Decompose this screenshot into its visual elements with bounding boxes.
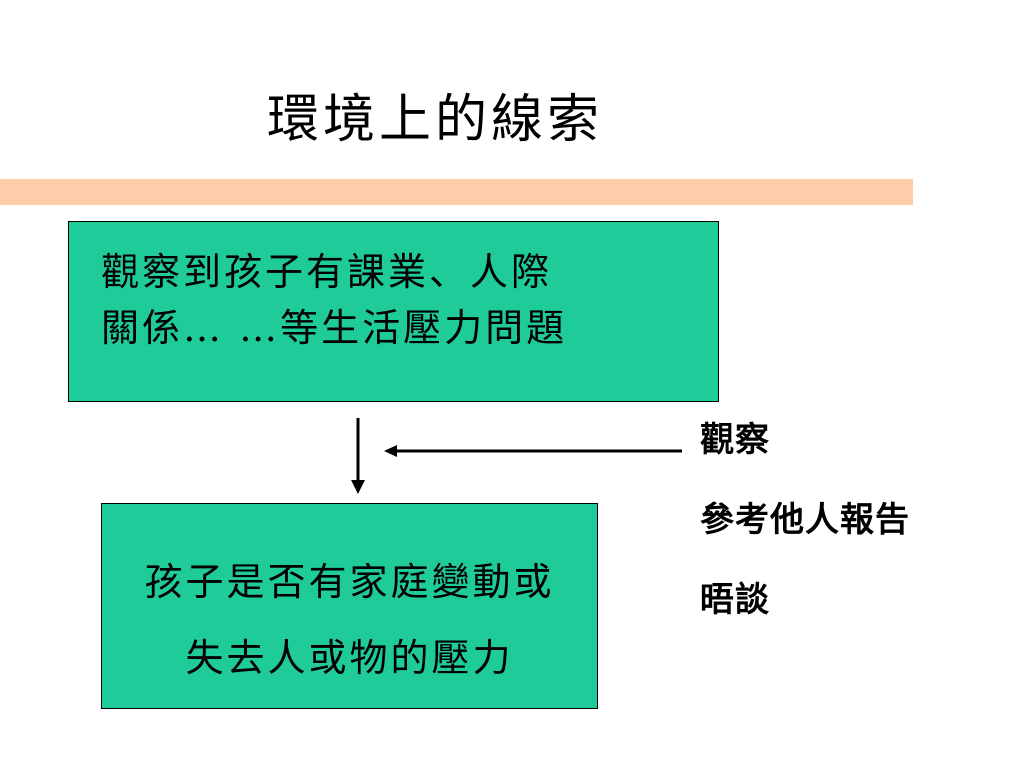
stress-question-box: 孩子是否有家庭變動或 失去人或物的壓力 — [101, 503, 598, 709]
method-interview: 晤談 — [700, 580, 770, 620]
down-arrow — [351, 418, 365, 494]
observation-line-2: 關係… …等生活壓力問題 — [101, 306, 568, 350]
observation-box: 觀察到孩子有課業、人際 關係… …等生活壓力問題 — [68, 221, 719, 402]
method-observe: 觀察 — [700, 420, 770, 460]
left-arrow — [384, 445, 682, 457]
stress-question-line-1: 孩子是否有家庭變動或 — [144, 560, 555, 604]
methods-list: 觀察 參考他人報告 晤談 — [700, 420, 1000, 660]
method-reports: 參考他人報告 — [700, 500, 910, 540]
title-accent-bar — [0, 179, 913, 205]
stress-question-line-2: 失去人或物的壓力 — [185, 636, 514, 680]
observation-line-1: 觀察到孩子有課業、人際 — [101, 250, 553, 294]
slide-title: 環境上的線索 — [266, 90, 603, 150]
